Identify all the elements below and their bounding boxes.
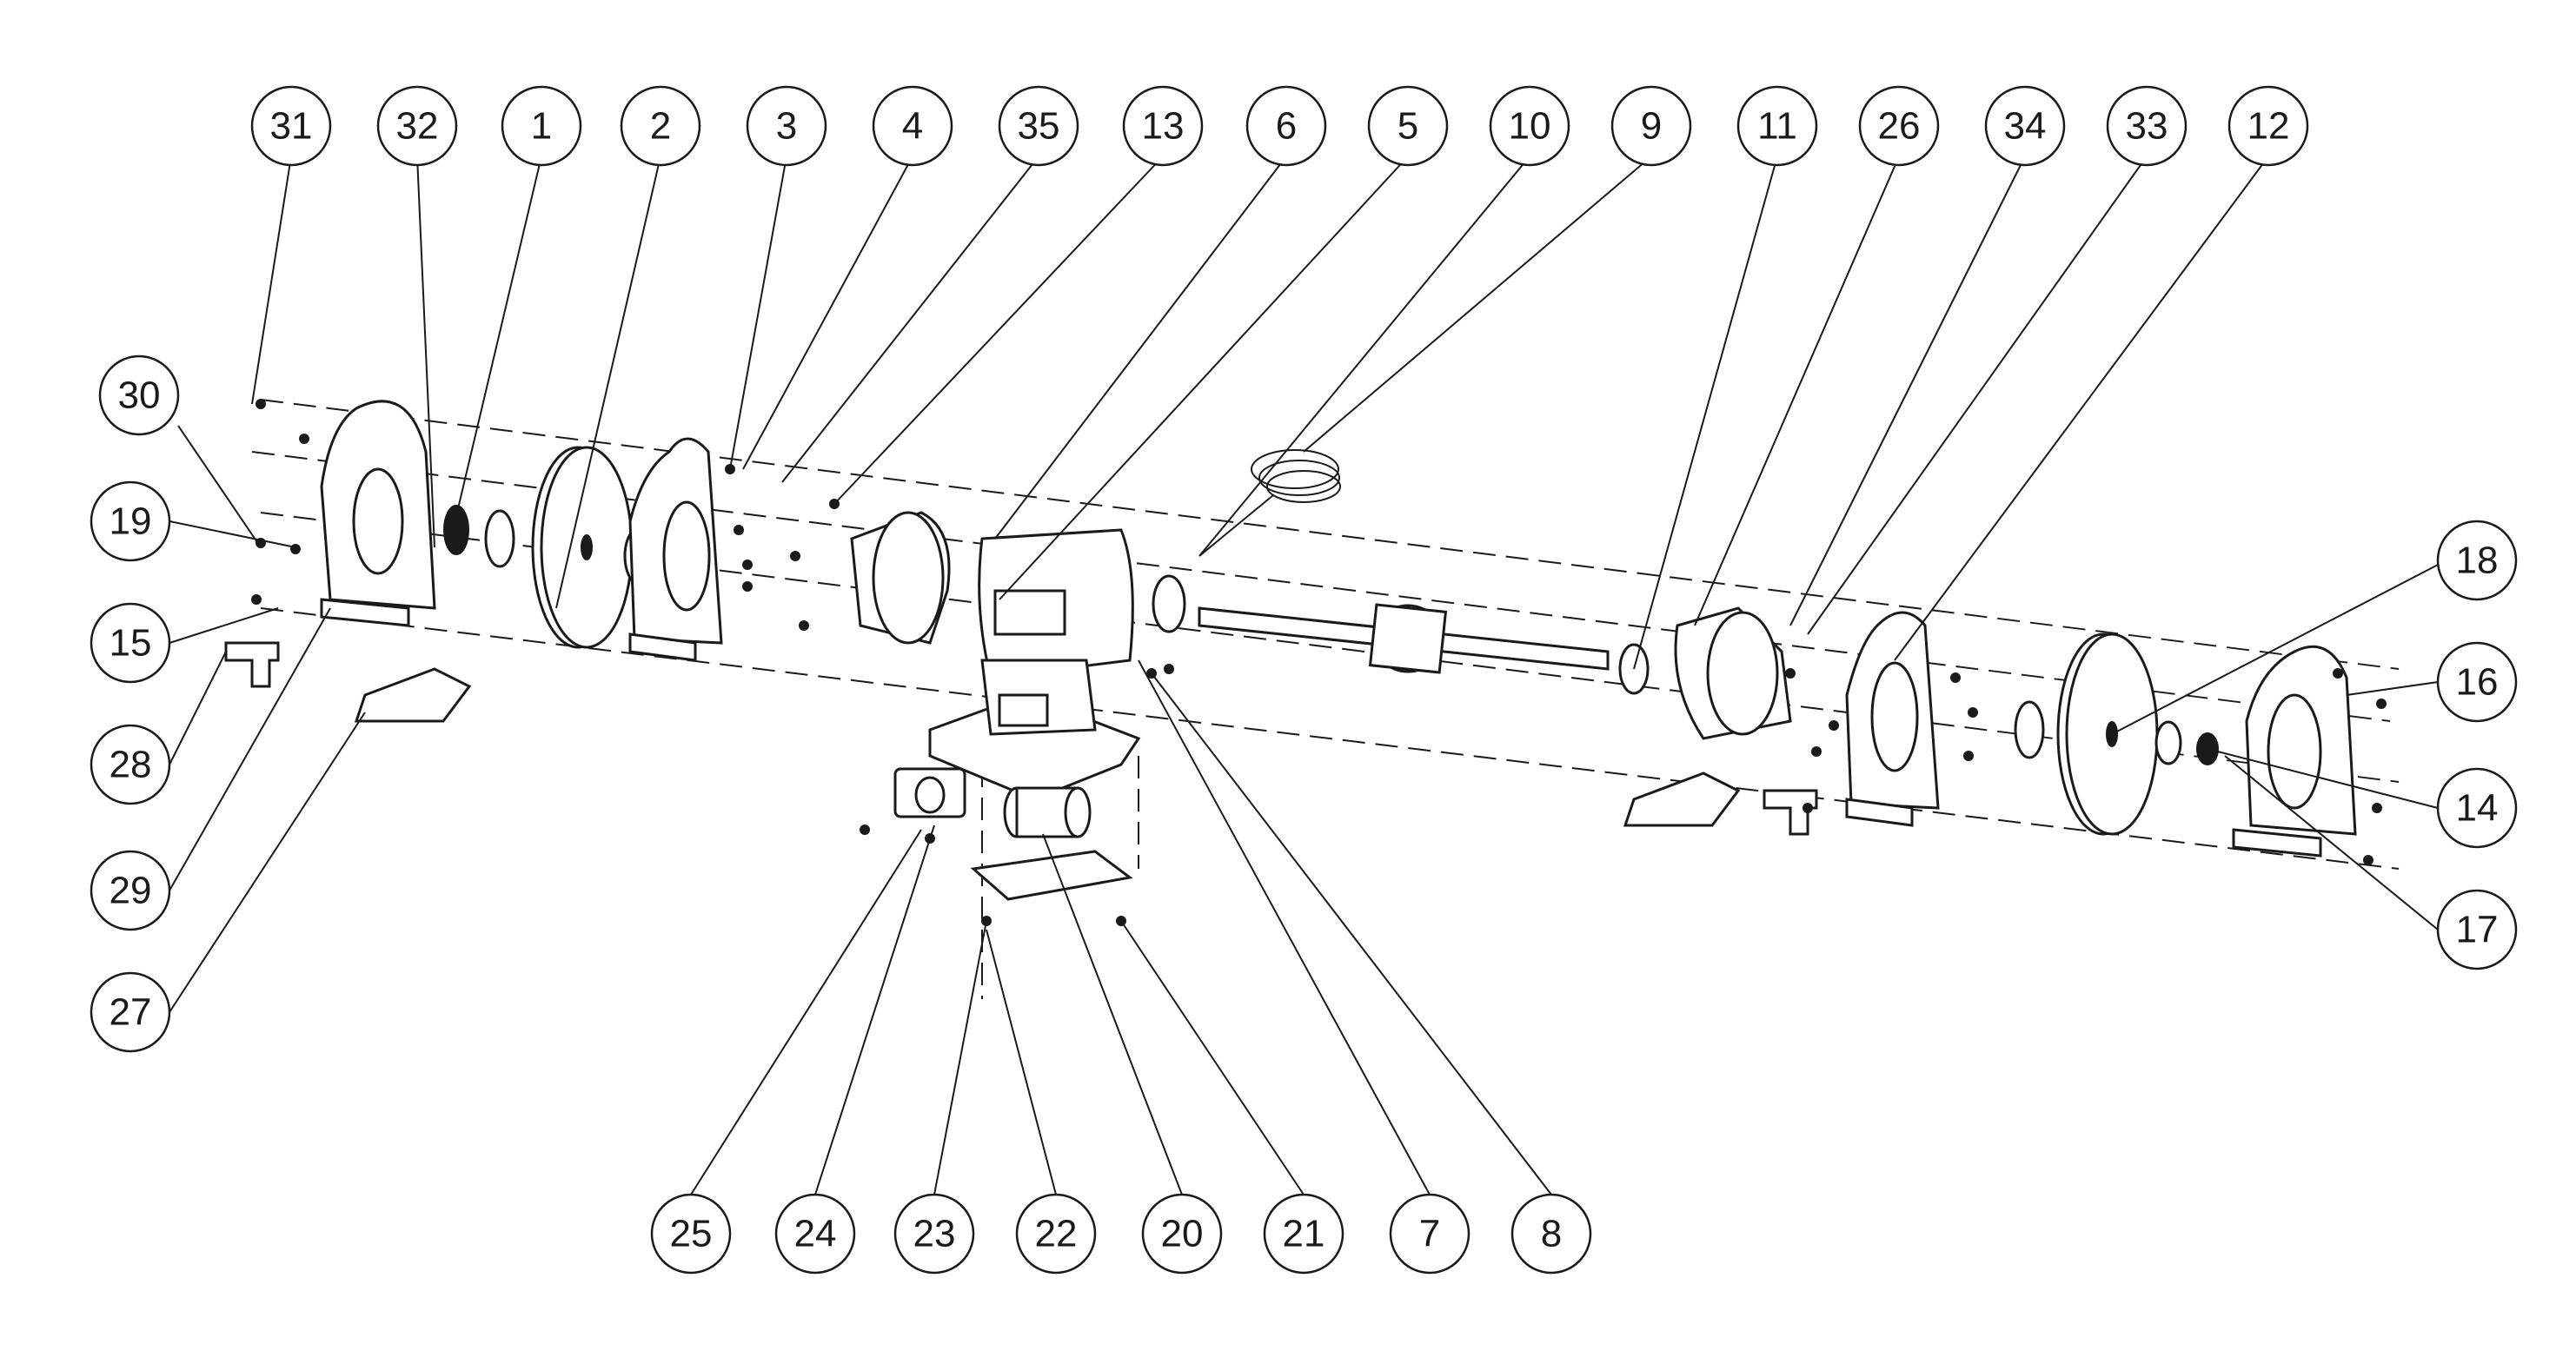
balloon: 13 bbox=[1122, 85, 1204, 167]
balloon-label: 12 bbox=[2247, 105, 2290, 148]
balloon-label: 4 bbox=[902, 105, 923, 148]
balloon-label: 21 bbox=[1283, 1213, 1325, 1255]
power-cord bbox=[1198, 449, 1341, 557]
balloon-label: 13 bbox=[1142, 105, 1185, 148]
balloon: 25 bbox=[650, 1193, 732, 1275]
bottom-plate bbox=[970, 850, 1133, 901]
balloon: 3 bbox=[746, 85, 827, 167]
balloon: 34 bbox=[1984, 85, 2066, 167]
balloon: 24 bbox=[774, 1193, 856, 1275]
balloon: 26 bbox=[1858, 85, 1940, 167]
balloon-label: 33 bbox=[2126, 105, 2168, 148]
balloon: 8 bbox=[1510, 1193, 1592, 1275]
balloon-label: 11 bbox=[1757, 105, 1797, 148]
balloon: 29 bbox=[90, 850, 171, 931]
motor-base bbox=[928, 659, 1141, 801]
right-grinding-wheel bbox=[2056, 632, 2159, 836]
balloon-label: 5 bbox=[1398, 105, 1418, 148]
right-eye-shield bbox=[1623, 772, 1741, 827]
balloon: 14 bbox=[2436, 767, 2518, 849]
balloon-label: 34 bbox=[2004, 105, 2047, 148]
balloon: 28 bbox=[90, 724, 171, 805]
balloon-label: 1 bbox=[531, 105, 552, 148]
balloon-label: 30 bbox=[118, 374, 161, 417]
right-outer-guard bbox=[2232, 645, 2357, 858]
balloon-label: 23 bbox=[913, 1213, 956, 1255]
left-outer-guard bbox=[320, 400, 436, 627]
balloon-label: 35 bbox=[1018, 105, 1060, 148]
balloon-label: 17 bbox=[2456, 909, 2499, 951]
balloon-label: 10 bbox=[1509, 105, 1551, 148]
balloon-label: 20 bbox=[1161, 1213, 1204, 1255]
balloon-label: 28 bbox=[110, 744, 152, 786]
balloon: 9 bbox=[1610, 85, 1692, 167]
balloon: 4 bbox=[872, 85, 953, 167]
balloon-label: 7 bbox=[1419, 1213, 1440, 1255]
balloon-label: 16 bbox=[2456, 661, 2499, 704]
leader-lines bbox=[169, 156, 2439, 1195]
balloon: 17 bbox=[2436, 889, 2518, 970]
balloon-label: 8 bbox=[1541, 1213, 1562, 1255]
left-flange-outer bbox=[443, 505, 515, 568]
balloon: 32 bbox=[376, 85, 458, 167]
balloon-label: 26 bbox=[1878, 105, 1921, 148]
left-eye-shield bbox=[354, 667, 472, 723]
bearing-left bbox=[1152, 574, 1186, 633]
balloon: 22 bbox=[1015, 1193, 1097, 1275]
balloon: 23 bbox=[893, 1193, 975, 1275]
balloon: 33 bbox=[2106, 85, 2188, 167]
balloon: 18 bbox=[2436, 520, 2518, 601]
balloon: 27 bbox=[90, 971, 171, 1053]
left-grinding-wheel bbox=[531, 446, 634, 649]
left-tool-rest bbox=[224, 641, 280, 688]
balloon: 7 bbox=[1389, 1193, 1471, 1275]
balloon: 2 bbox=[620, 85, 701, 167]
balloon: 30 bbox=[98, 354, 180, 436]
balloon: 6 bbox=[1245, 85, 1327, 167]
balloon: 11 bbox=[1736, 85, 1818, 167]
balloon: 5 bbox=[1367, 85, 1449, 167]
balloon: 35 bbox=[998, 85, 1079, 167]
motor-end-cover-left bbox=[850, 511, 951, 645]
balloon: 1 bbox=[501, 85, 582, 167]
balloon: 19 bbox=[90, 480, 171, 562]
balloon-label: 24 bbox=[794, 1213, 837, 1255]
balloon: 15 bbox=[90, 602, 171, 684]
motor-housing bbox=[978, 528, 1134, 679]
fasteners bbox=[251, 399, 2387, 926]
balloon-label: 2 bbox=[650, 105, 671, 148]
balloon: 16 bbox=[2436, 641, 2518, 723]
right-tool-rest bbox=[1763, 789, 1818, 836]
capacitor bbox=[1003, 786, 1092, 838]
balloon-label: 9 bbox=[1641, 105, 1662, 148]
right-flange-outer bbox=[2154, 720, 2219, 765]
balloon-label: 32 bbox=[396, 105, 439, 148]
balloon-label: 18 bbox=[2456, 540, 2499, 582]
motor-end-cover-right bbox=[1674, 606, 1792, 740]
balloon-label: 6 bbox=[1276, 105, 1297, 148]
balloon: 21 bbox=[1263, 1193, 1344, 1275]
balloon-label: 31 bbox=[270, 105, 313, 148]
balloon: 20 bbox=[1141, 1193, 1223, 1275]
balloon-label: 22 bbox=[1035, 1213, 1078, 1255]
balloon-label: 3 bbox=[776, 105, 797, 148]
balloon-label: 14 bbox=[2456, 787, 2499, 830]
balloon-label: 19 bbox=[110, 500, 152, 543]
balloon: 31 bbox=[250, 85, 332, 167]
balloon-label: 29 bbox=[110, 870, 152, 912]
balloon-label: 15 bbox=[110, 622, 152, 665]
armature-shaft bbox=[1198, 603, 1610, 674]
right-flange-inner bbox=[2014, 700, 2045, 759]
balloon: 10 bbox=[1489, 85, 1570, 167]
power-switch bbox=[893, 767, 966, 818]
balloon-label: 27 bbox=[110, 991, 152, 1034]
balloon: 12 bbox=[2227, 85, 2309, 167]
left-inner-guard bbox=[628, 437, 723, 662]
right-inner-guard bbox=[1845, 611, 1940, 827]
balloon-label: 25 bbox=[670, 1213, 713, 1255]
